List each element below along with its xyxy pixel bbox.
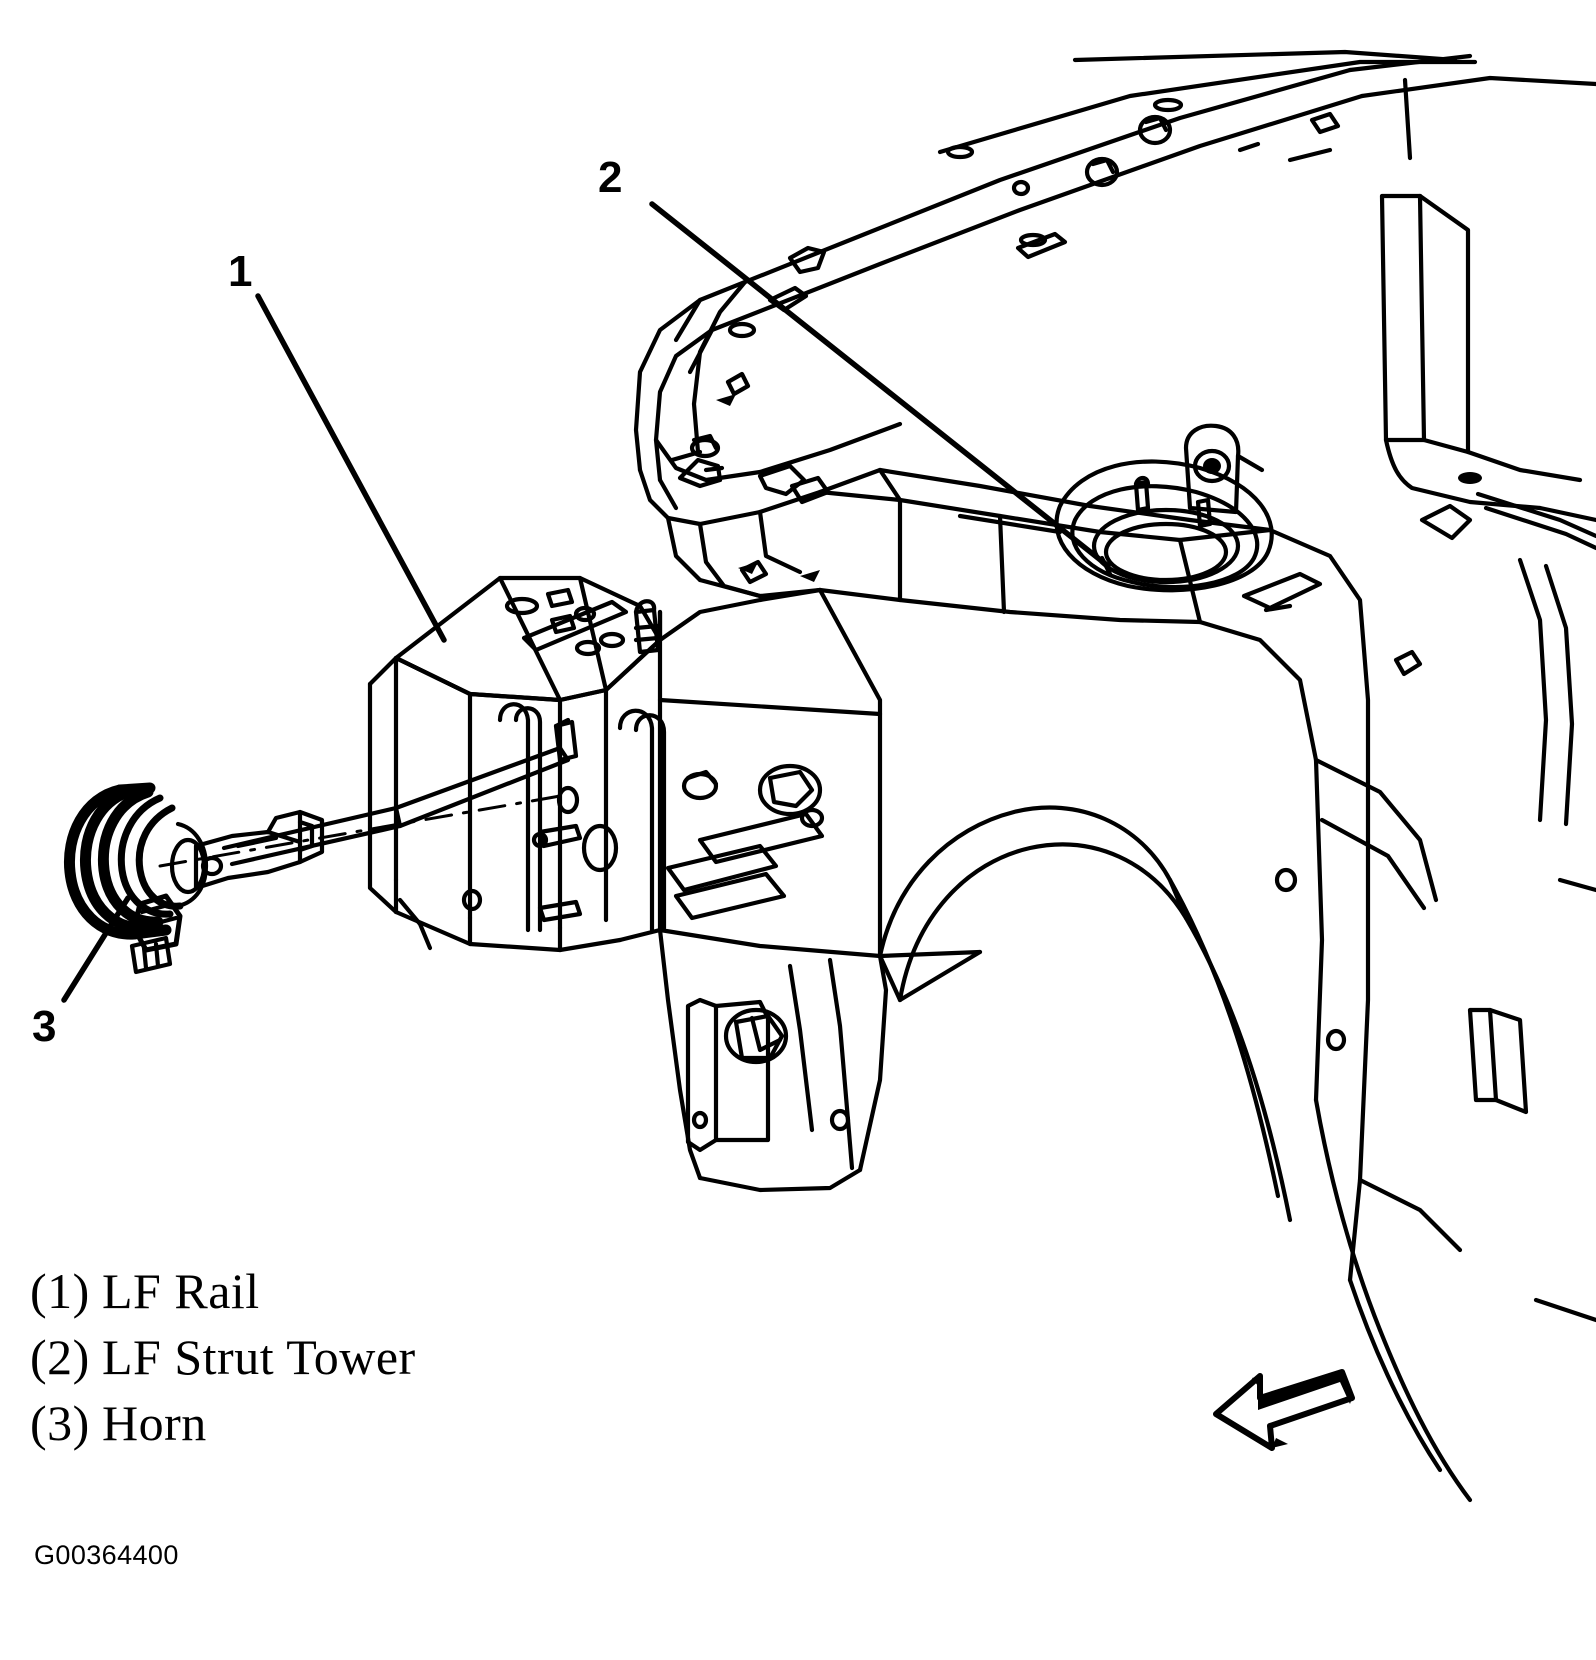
hinge-pillar	[633, 245, 827, 483]
lower-skirt-panel	[657, 927, 889, 1193]
lf-strut-tower	[1054, 423, 1274, 593]
legend-item-3-number: (3)	[30, 1395, 90, 1451]
legend-item-1-number: (1)	[30, 1263, 90, 1319]
mid-body-panel	[657, 587, 983, 959]
horn-center-axis	[158, 794, 562, 868]
diagonal-brace	[1313, 757, 1463, 1253]
wheelhouse-arch	[877, 805, 1293, 1223]
callout-number-1: 1	[228, 247, 253, 296]
legend-item-2: (2)LF Strut Tower	[30, 1324, 790, 1390]
horn-mount-pin	[221, 717, 579, 867]
horn-assembly	[63, 782, 325, 975]
figure-code: G00364400	[34, 1540, 179, 1570]
lf-rail-front-box	[367, 575, 667, 953]
legend-item-1: (1)LF Rail	[30, 1258, 790, 1324]
right-apron-panel	[1197, 503, 1473, 1503]
legend-item-1-label: LF Rail	[102, 1263, 260, 1319]
callout-number-2: 2	[598, 153, 623, 202]
legend-item-2-number: (2)	[30, 1329, 90, 1385]
cowl-vertical-panel	[1379, 193, 1596, 1323]
leader-lines	[61, 201, 1111, 1003]
legend-item-3: (3)Horn	[30, 1390, 790, 1456]
leader-line-1	[255, 293, 447, 643]
upper-rail-assembly	[673, 49, 1596, 375]
leader-line-3	[61, 895, 131, 1003]
legend-item-2-label: LF Strut Tower	[102, 1329, 416, 1385]
legend-list: (1)LF Rail (2)LF Strut Tower (3)Horn	[30, 1258, 790, 1456]
forward-direction-arrow	[1213, 1369, 1355, 1451]
apron-shelf	[637, 394, 903, 599]
legend-item-3-label: Horn	[102, 1395, 207, 1451]
leader-line-2	[649, 201, 1111, 569]
callout-number-3: 3	[32, 1002, 57, 1051]
